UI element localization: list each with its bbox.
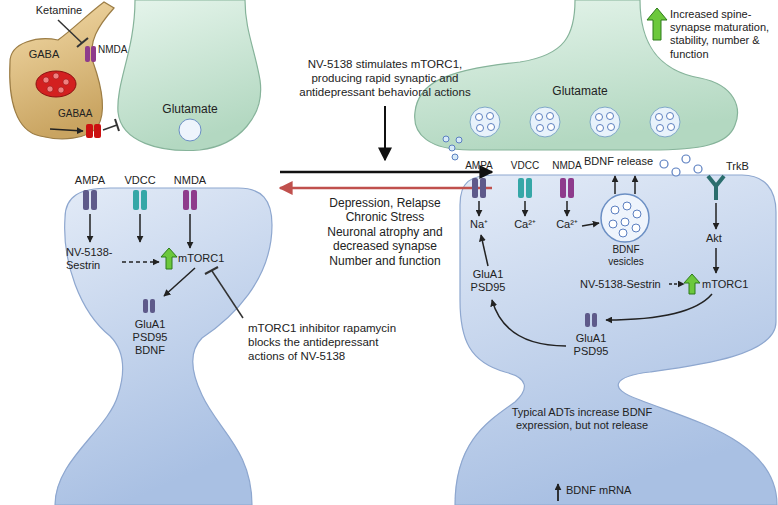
cell-label: VDCC xyxy=(508,160,542,172)
cell-label: Glutamate xyxy=(540,84,620,98)
cell-label: BDNF release xyxy=(584,155,658,168)
cell-label: NMDA xyxy=(171,174,209,187)
cell-label: GluA1 PSD95 BDNF xyxy=(128,318,172,358)
cell-label: TrkB xyxy=(726,160,760,173)
cell-label: GluA1 PSD95 xyxy=(569,332,613,358)
cell-label: Na⁺ xyxy=(466,218,492,231)
cell-label: mTORC1 xyxy=(178,252,228,265)
annotation-label: NV-5138 stimulates mTORC1, producing rap… xyxy=(285,58,485,99)
cell-label: Glutamate xyxy=(150,102,230,116)
cell-label: AMPA xyxy=(462,160,496,172)
annotation-label: Depression, Relapse Chronic Stress Neuro… xyxy=(320,196,450,268)
cell-label: BDNF mRNA xyxy=(566,484,640,497)
cell-label: AMPA xyxy=(71,174,109,187)
cell-label: Ca²⁺ xyxy=(512,218,538,231)
cell-label: VDCC xyxy=(121,174,159,187)
dendritic-spine: AMPAVDCCNMDANV-5138-SestrinmTORC1GluA1 P… xyxy=(50,184,276,505)
annotation-label: GABAA xyxy=(58,108,100,120)
cell-label: GABA xyxy=(22,48,66,61)
cell-label: Ca²⁺ xyxy=(554,218,580,231)
cell-label: mTORC1 xyxy=(702,278,754,291)
annotation-label: NMDA xyxy=(98,44,134,56)
cell-label: NV-5138-Sestrin xyxy=(580,278,670,291)
cell-label: NMDA xyxy=(549,160,585,172)
cell-label: BDNF vesicles xyxy=(598,244,654,268)
cell-label: NV-5138-Sestrin xyxy=(66,246,120,272)
cell-label: Typical ADTs increase BDNF expression, b… xyxy=(510,406,654,432)
cell-label: GluA1 PSD95 xyxy=(466,268,510,294)
annotation-label: Ketamine xyxy=(28,4,90,17)
cell-label: Akt xyxy=(706,232,736,245)
annotation-label: Increased spine-synapse maturation, stab… xyxy=(670,8,774,61)
annotation-label: mTORC1 inhibitor rapamycin blocks the an… xyxy=(248,322,400,363)
